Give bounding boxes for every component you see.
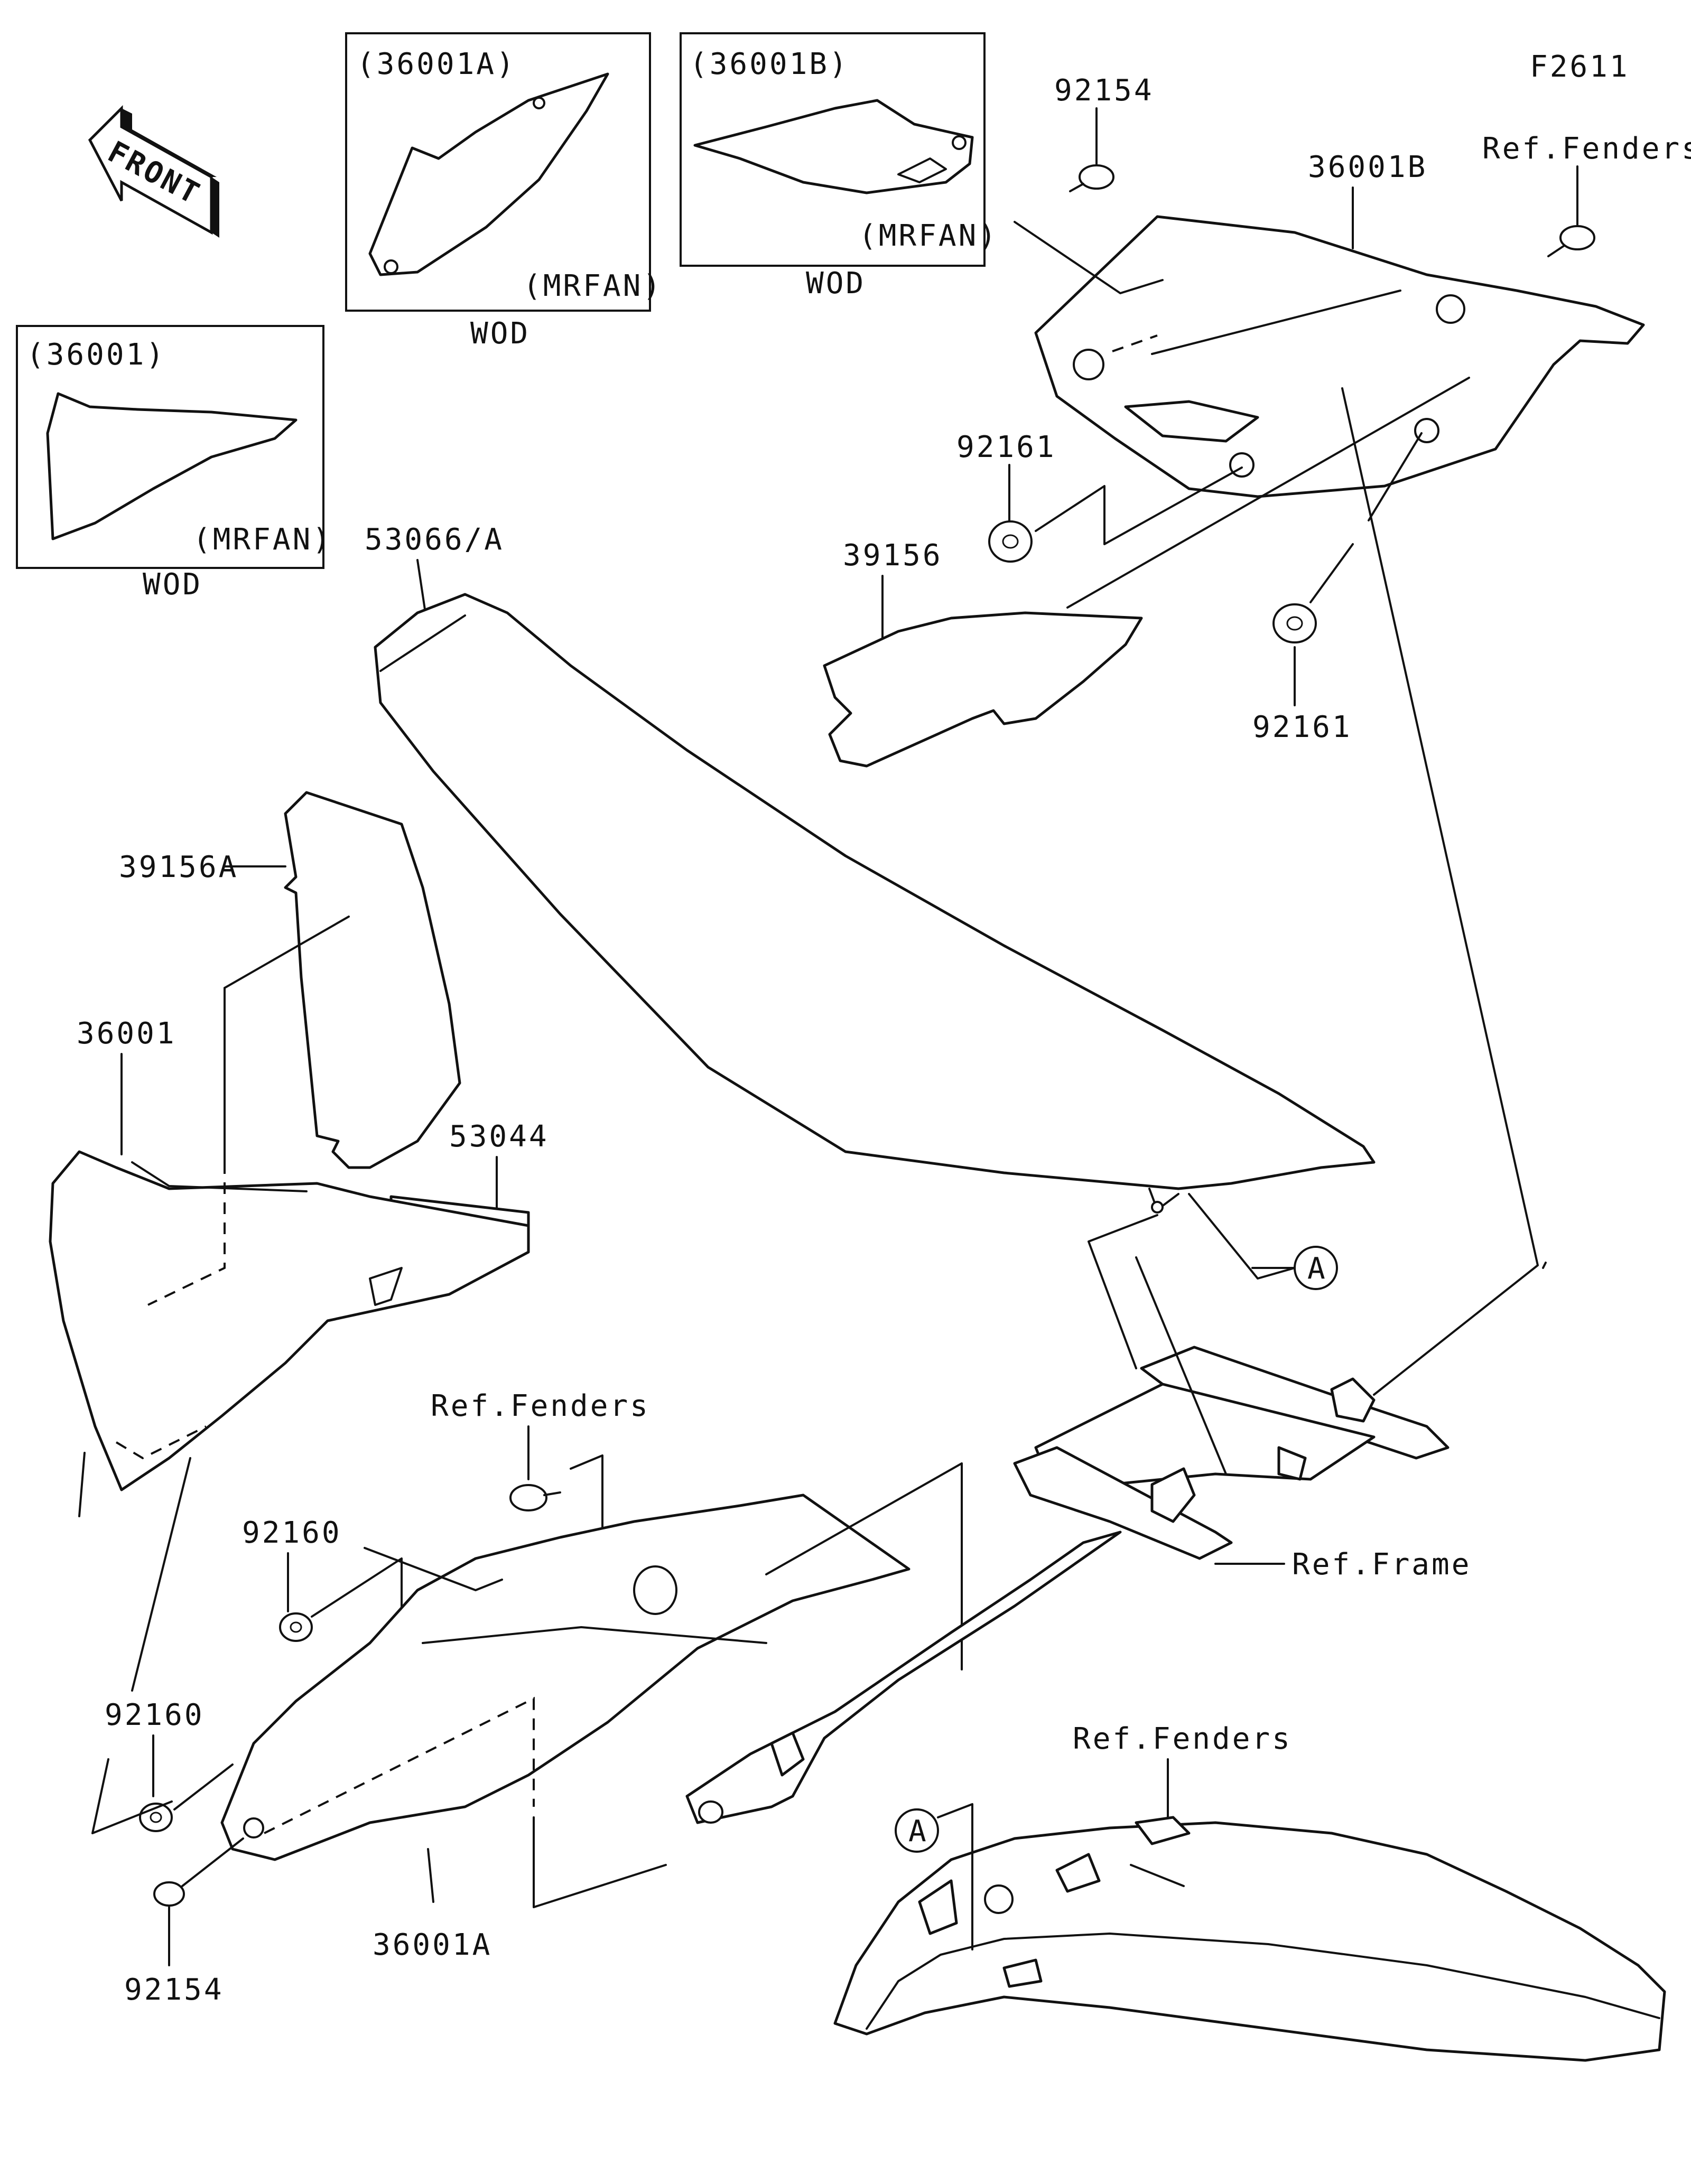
ref-fenders-top: Ref.Fenders [1482,132,1691,257]
vent-icon [1124,400,1259,443]
bracket-icon [1135,1816,1191,1845]
inset-36001B-code: (36001B) [690,47,849,81]
ref-fenders-mid: Ref.Fenders [431,1389,650,1607]
side-cover-36001A: 36001A [220,1462,963,1962]
side-cover-body [1034,215,1645,498]
inset-36001: (36001) (MRFAN) WOD [16,325,332,602]
inset-36001B-caption: WOD [806,266,866,301]
callout-A-upper-label: A [1307,1252,1327,1286]
pad-shape [823,611,1143,768]
pad-39156: 39156 [823,377,1470,768]
callout-A-lower-label: A [908,1814,928,1849]
grommet-hole-icon [1073,349,1104,380]
callout-A-circle [895,1808,939,1853]
bolt-hole-icon [698,1800,723,1824]
grommet-92160-lower: 92160 [91,1698,234,1834]
label-36001B: 36001B [1308,150,1427,184]
side-cover-36001B [1034,215,1645,498]
bolt-92154-top: 92154 [1014,73,1164,294]
inset-36001A: (36001A) (MRFAN) WOD [345,32,663,351]
label-92154-top: 92154 [1054,73,1154,108]
label-92154-bottom: 92154 [124,1973,224,2007]
callout-A-upper: A [1251,1246,1338,1290]
label-ref-fenders-top: Ref.Fenders [1482,132,1691,166]
bolt-icon [1079,164,1114,190]
seat-53066A: 53066/A [365,522,1376,1214]
pad-a-shape [284,791,461,1169]
side-cover-inset-b [693,99,974,194]
mount-hole-icon [984,1884,1014,1914]
label-92160-lower: 92160 [105,1698,205,1732]
diagram-code: F2611 [1530,50,1630,84]
label-ref-fenders-bottom: Ref.Fenders [1073,1722,1292,1756]
inset-36001B: (36001B) (MRFAN) WOD [680,32,998,301]
grommet-hole-icon [633,1565,677,1615]
label-36001A: 36001A [373,1928,492,1962]
inset-36001B-variant: (MRFAN) [859,219,998,253]
label-36001: 36001 [77,1016,176,1051]
hole-icon [384,259,398,274]
inset-36001A-caption: WOD [470,316,530,351]
label-92161-right: 92161 [1252,710,1352,744]
front-arrow-icon: FRONT [88,105,219,238]
rear-fender: Ref.Fenders [833,1722,1666,2062]
side-cover-body [49,1150,530,1491]
fender-body [833,1821,1666,2062]
label-53044: 53044 [449,1119,549,1154]
bolt-icon [153,1881,185,1907]
grommet-hole-icon [1414,418,1439,443]
side-cover-36001: 36001 [49,1016,530,1692]
grommet-hole-icon [243,1817,264,1838]
bolt-icon [1559,225,1595,250]
bolt-icon [509,1484,547,1511]
inset-36001-variant: (MRFAN) [193,522,332,557]
hole-icon [952,135,967,150]
label-92160-upper: 92160 [242,1516,342,1550]
label-ref-fenders-mid: Ref.Fenders [431,1389,650,1423]
frame-rail-lower [1013,1446,1233,1560]
label-39156A: 39156A [119,850,238,884]
callout-A-lower: A [895,1803,973,1950]
logo-icon [369,1267,403,1306]
pad-39156A: 39156A [119,791,461,1169]
side-cover-inset-a [368,72,609,276]
label-ref-frame: Ref.Frame [1292,1547,1471,1582]
grommet-icon [279,1612,313,1642]
inset-36001-caption: WOD [143,567,202,602]
rear-frame [685,387,1547,1824]
grommet-hole-icon [1436,294,1465,324]
hole-icon [533,97,545,109]
inset-36001A-variant: (MRFAN) [523,269,663,303]
bracket-icon [1330,1377,1376,1423]
grommet-92161-left: 92161 [956,430,1243,563]
vent-icon [897,157,947,183]
label-92161-left: 92161 [956,430,1056,464]
bolt-92154-bottom: 92154 [124,1837,244,2007]
bracket-icon [918,1879,958,1935]
inset-36001-code: (36001) [26,338,166,372]
seat-body [374,593,1376,1190]
label-53066A: 53066/A [365,522,504,557]
ref-frame: Ref.Frame [1214,1547,1471,1582]
grommet-icon [1272,603,1317,643]
side-cover-inset-c [46,392,298,540]
bracket-icon [1150,1467,1196,1523]
grommet-92161-right: 92161 [1252,432,1423,744]
grommet-icon [988,520,1033,563]
inset-36001A-code: (36001A) [357,47,516,81]
label-39156: 39156 [843,538,943,573]
